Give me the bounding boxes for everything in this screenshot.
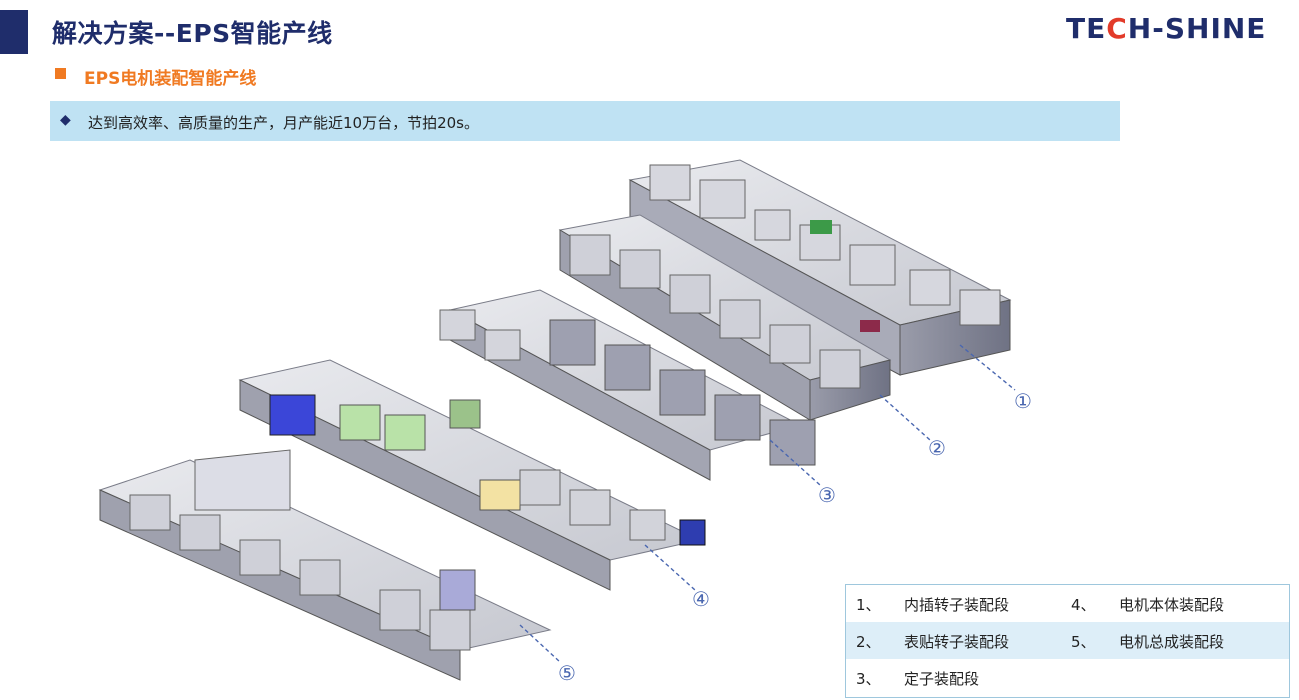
callout-3-leader (769, 439, 821, 486)
callout-4: ④ (692, 587, 710, 611)
callout-3: ③ (818, 483, 836, 507)
callout-1-leader (959, 344, 1016, 391)
legend-label: 电机总成装配段 (1119, 633, 1225, 651)
legend-num: 4、 (1071, 596, 1096, 614)
legend-label: 电机本体装配段 (1119, 596, 1225, 614)
logo-text-right: H-SHINE (1127, 12, 1267, 45)
callout-5: ⑤ (558, 661, 576, 685)
legend-row: 3、 定子装配段 (846, 659, 1289, 696)
square-bullet-icon (55, 68, 66, 79)
callout-1: ① (1014, 389, 1032, 413)
callout-4-leader (644, 544, 696, 591)
legend-num: 5、 (1071, 633, 1096, 651)
line-5-motor-assembly (98, 449, 552, 681)
logo-text-left: TE (1066, 12, 1107, 45)
tech-shine-logo: TECH-SHINE (1066, 12, 1266, 45)
legend-label: 内插转子装配段 (904, 596, 1010, 614)
callout-5-leader (519, 624, 561, 663)
legend-table: 1、 内插转子装配段 4、 电机本体装配段 2、 表贴转子装配段 5、 电机总成… (845, 584, 1290, 698)
legend-row: 2、 表贴转子装配段 5、 电机总成装配段 (846, 622, 1289, 659)
line-4-motor-body (238, 359, 706, 591)
page-title: 解决方案--EPS智能产线 (52, 19, 333, 48)
diamond-bullet-icon: ◆ (60, 112, 71, 128)
banner-text: 达到高效率、高质量的生产，月产能近10万台，节拍20s。 (88, 114, 479, 132)
highlight-banner (50, 101, 1120, 141)
corner-accent-bar (0, 10, 28, 54)
legend-num: 1、 (856, 596, 881, 614)
legend-label: 表贴转子装配段 (904, 633, 1010, 651)
legend-label: 定子装配段 (904, 670, 980, 688)
production-line-illustration: ① ② ③ ④ ⑤ (98, 159, 1032, 685)
section-subtitle: EPS电机装配智能产线 (84, 69, 257, 89)
legend-row: 1、 内插转子装配段 4、 电机本体装配段 (846, 585, 1289, 622)
legend-num: 2、 (856, 633, 881, 651)
callout-2-leader (879, 394, 931, 441)
line-3-stator (439, 289, 816, 481)
legend-num: 3、 (856, 670, 881, 688)
callout-2: ② (928, 436, 946, 460)
logo-text-cross: C (1106, 12, 1128, 45)
